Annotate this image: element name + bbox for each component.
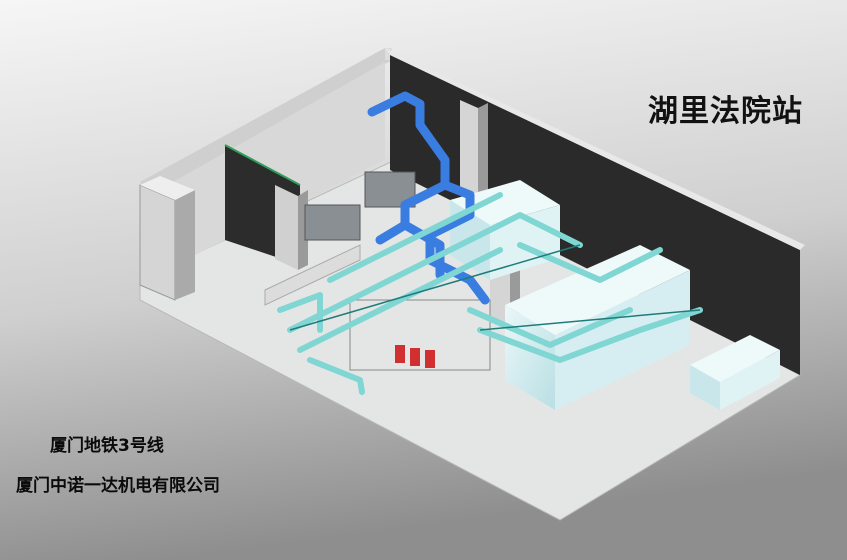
tank-small-top	[450, 180, 560, 225]
red-pumps	[395, 345, 435, 368]
box-right-side	[720, 350, 780, 410]
back-left-wall	[140, 48, 392, 195]
tank-large-side	[555, 270, 690, 410]
pillar-3	[460, 100, 478, 200]
left-pillar-front	[139, 184, 176, 301]
pillar-2	[275, 185, 298, 270]
cyan-pipe-dark-lines	[289, 244, 701, 331]
front-wall	[264, 244, 361, 306]
pillar-3-side	[478, 103, 488, 200]
tank-large-top	[505, 245, 690, 335]
box-right-top	[690, 335, 780, 382]
blue-pipes	[367, 91, 490, 305]
green-edge	[224, 144, 301, 186]
inner-room-wall	[150, 62, 385, 255]
box-right-front	[690, 365, 720, 410]
left-pillar-side	[175, 190, 195, 300]
chiller-unit-1	[304, 204, 361, 241]
station-title: 湖里法院站	[648, 94, 803, 129]
metro-line-name: 厦门地铁3号线	[50, 436, 164, 456]
back-right-wall	[390, 55, 800, 375]
back-right-wall-top	[385, 48, 805, 250]
company-name: 厦门中诺一达机电有限公司	[16, 476, 220, 496]
cyan-pipes	[277, 192, 703, 395]
left-pillar-top	[140, 176, 195, 200]
